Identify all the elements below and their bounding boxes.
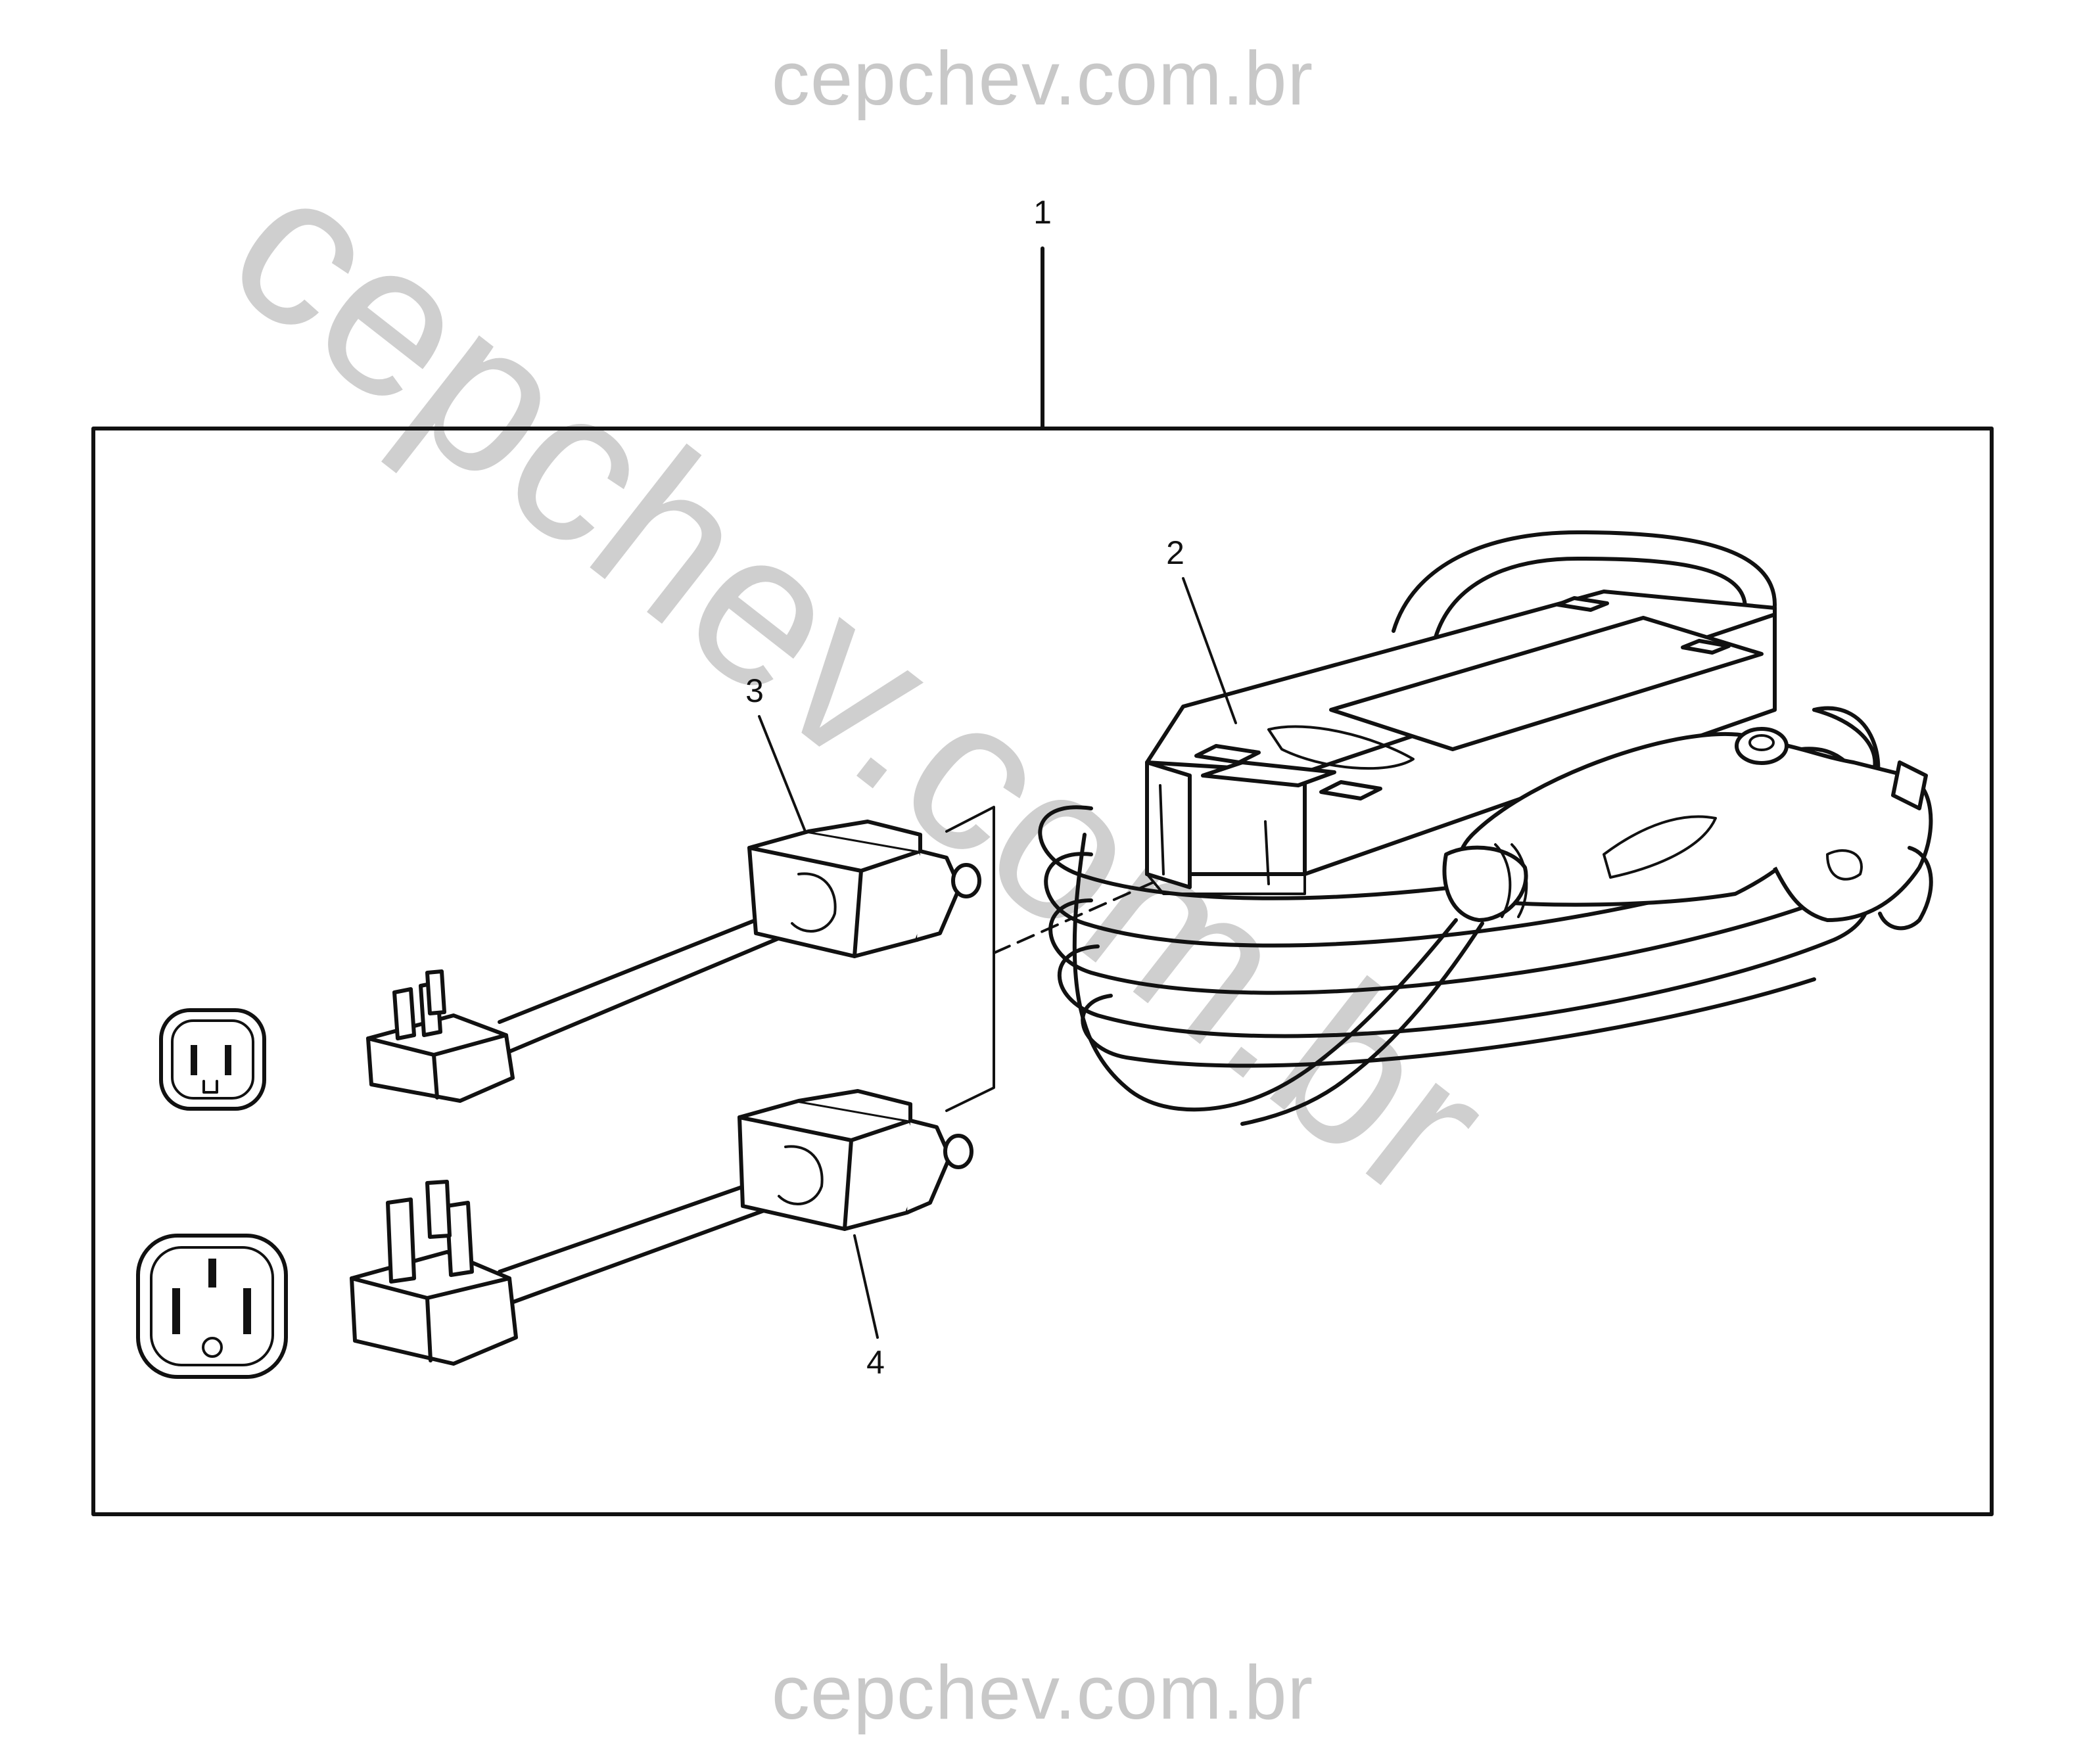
callout-3-label: 3	[745, 672, 764, 709]
callout-1-label: 1	[1033, 194, 1052, 231]
outlet-120v-icon	[159, 1008, 266, 1111]
control-box	[1145, 590, 1777, 895]
charge-connector	[1234, 727, 1933, 1126]
outlet-240v-icon	[136, 1234, 288, 1379]
watermark-top: cepchev.com.br	[771, 35, 1314, 121]
adapter-to-unit-line	[993, 879, 1158, 954]
callout-4-leader	[853, 1234, 879, 1339]
plug-adapter-large	[350, 1089, 973, 1366]
callout-2-label: 2	[1166, 534, 1184, 571]
plug-adapter-small	[366, 820, 981, 1103]
charge-cord-unit	[1038, 530, 1933, 1126]
callout-4-label: 4	[866, 1344, 885, 1381]
watermark-bottom: cepchev.com.br	[771, 1650, 1314, 1735]
callout-3-leader	[758, 715, 807, 833]
adapter-bracket	[945, 806, 995, 1112]
assembly-frame	[91, 427, 1994, 1516]
callout-2-leader	[1182, 577, 1237, 724]
